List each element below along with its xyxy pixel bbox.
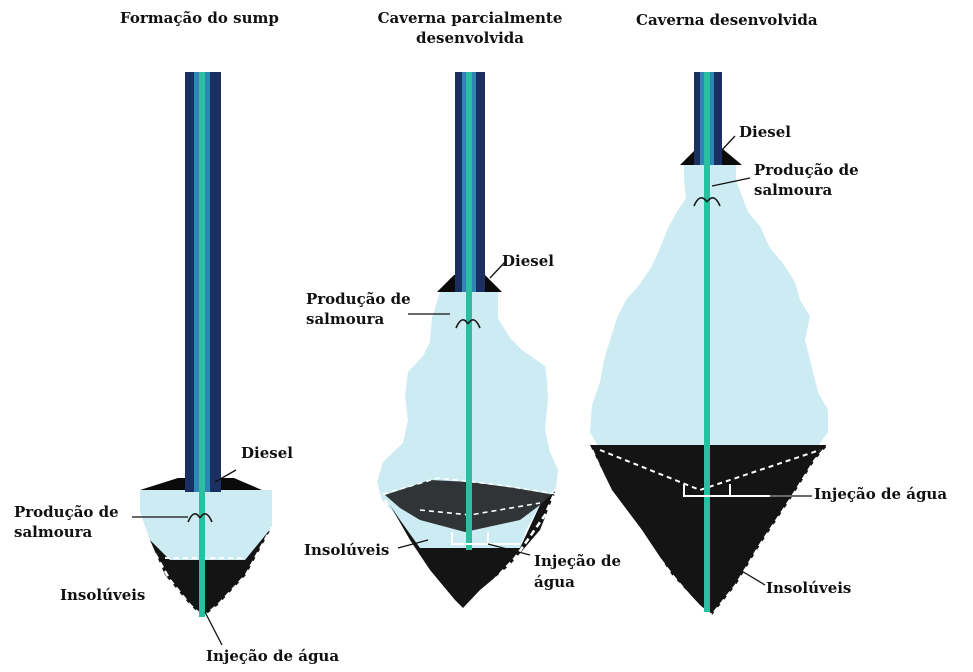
partial-water-label-line1: Injeção de	[534, 551, 621, 571]
developed-brine-label-line1: Produção de	[754, 160, 859, 180]
sump-water-label: Injeção de água	[206, 646, 339, 666]
developed-injection-string	[704, 72, 710, 612]
sump-water-leader	[205, 612, 222, 645]
partial-title-line2: desenvolvida	[372, 28, 568, 48]
partial-injection-string	[466, 72, 472, 550]
partial-diesel-label: Diesel	[502, 251, 554, 271]
sump-insolubles-label: Insolúveis	[60, 585, 145, 605]
partial-brine-label-line2: salmoura	[306, 309, 384, 329]
developed-insolubles-label: Insolúveis	[766, 578, 851, 598]
developed-cavern-diagram	[590, 72, 828, 615]
developed-diesel-label: Diesel	[739, 122, 791, 142]
partial-brine-label-line1: Produção de	[306, 289, 411, 309]
partial-title-line1: Caverna parcialmente	[372, 8, 568, 28]
developed-diesel-leader	[722, 136, 735, 150]
developed-brine-label-line2: salmoura	[754, 180, 832, 200]
sump-brine-region	[140, 490, 272, 560]
partial-insolubles-label: Insolúveis	[304, 540, 389, 560]
partial-water-label-line2: água	[534, 572, 575, 592]
sump-diesel-label: Diesel	[241, 443, 293, 463]
sump-brine-label-line1: Produção de	[14, 502, 119, 522]
partial-cavern-diagram	[377, 72, 558, 612]
developed-insolubles-leader	[740, 570, 765, 585]
developed-water-label: Injeção de água	[814, 484, 947, 504]
sump-title: Formação do sump	[120, 8, 279, 28]
sump-brine-label-line2: salmoura	[14, 522, 92, 542]
developed-title: Caverna desenvolvida	[636, 10, 818, 30]
sump-injection-string	[199, 72, 205, 617]
sump-cavern-diagram	[132, 72, 272, 645]
